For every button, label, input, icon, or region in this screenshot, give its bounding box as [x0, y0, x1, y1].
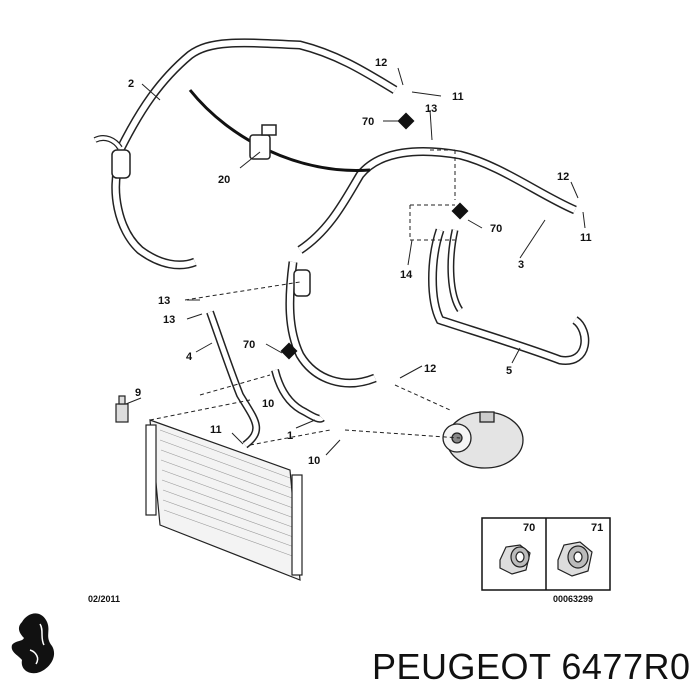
compressor — [442, 411, 524, 469]
callout-13b: 13 — [158, 295, 170, 307]
pipe-2 — [93, 38, 398, 270]
callout-11b: 11 — [580, 232, 592, 244]
callout-70c: 70 — [243, 339, 255, 351]
callout-12c: 12 — [424, 363, 436, 375]
detail-box: 70 71 — [481, 517, 611, 591]
sensor-9 — [115, 395, 129, 423]
callout-11a: 11 — [452, 91, 464, 103]
callout-12b: 12 — [557, 171, 569, 183]
valve-20 — [249, 124, 277, 160]
nut-71-icon — [557, 541, 593, 577]
callout-labels: 2 12 11 13 70 20 12 11 70 14 3 13 13 4 7… — [128, 57, 592, 467]
part-caption: PEUGEOT 6477R0 — [372, 646, 691, 687]
callout-13a: 13 — [425, 103, 437, 115]
callout-10a: 10 — [262, 398, 274, 410]
peugeot-lion-logo — [11, 613, 55, 674]
callout-10b: 10 — [308, 455, 320, 467]
pipe-3 — [285, 147, 577, 388]
callout-13c: 13 — [163, 314, 175, 326]
detail-label-70: 70 — [523, 522, 535, 534]
callout-11c: 11 — [210, 424, 222, 436]
callout-70b: 70 — [490, 223, 502, 235]
condenser — [145, 419, 303, 581]
drawing-reference: 00063299 — [553, 594, 593, 604]
callout-1: 1 — [287, 430, 293, 442]
callout-12a: 12 — [375, 57, 387, 69]
pipe-1 — [271, 368, 325, 423]
leader-lines — [149, 149, 461, 446]
connector-arc — [188, 89, 371, 172]
callout-4: 4 — [186, 351, 193, 363]
callout-14: 14 — [400, 269, 413, 281]
pipe-4 — [206, 310, 261, 449]
callout-9: 9 — [135, 387, 141, 399]
callout-leaders — [125, 67, 586, 456]
callout-5: 5 — [506, 365, 512, 377]
nut-70-icon — [499, 544, 531, 575]
callout-20: 20 — [218, 174, 230, 186]
pipe-5 — [428, 228, 590, 365]
callout-3: 3 — [518, 259, 524, 271]
callout-70a: 70 — [362, 116, 374, 128]
detail-label-71: 71 — [591, 522, 603, 534]
nut-markers-70 — [280, 112, 469, 360]
date-code: 02/2011 — [88, 594, 120, 604]
callout-2: 2 — [128, 78, 134, 90]
